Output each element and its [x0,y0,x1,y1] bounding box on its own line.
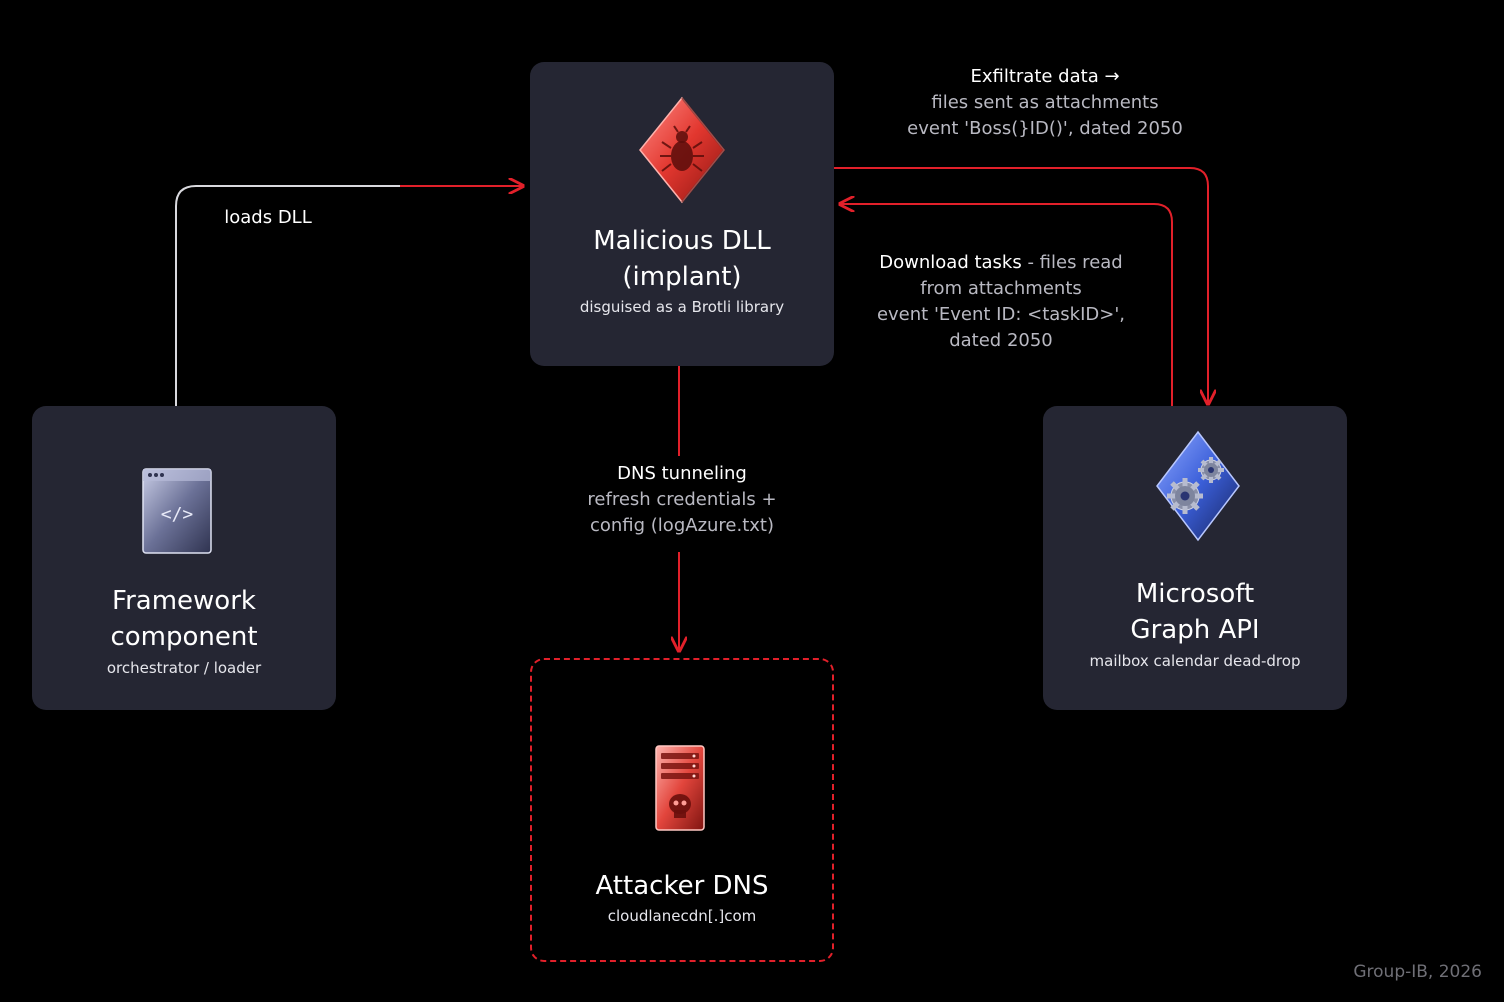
graph-api-subtitle: mailbox calendar dead-drop [1089,652,1301,670]
exfil-line-3: event 'Boss(}ID()', dated 2050 [907,118,1183,139]
loads-dll-arrow [175,185,523,406]
framework-component-card: </> Framework component orchestrator / l… [32,406,336,710]
dns-tunnel-label: DNS tunneling refresh credentials + conf… [542,461,822,539]
attacker-dns-card: Attacker DNS cloudlanecdn[.]com [530,658,834,962]
credit-text: Group-IB, 2026 [1353,962,1482,982]
attacker-dns-subtitle: cloudlanecdn[.]com [607,907,757,925]
svg-text:</>: </> [161,504,194,525]
framework-title-1: Framework [112,586,256,616]
framework-subtitle: orchestrator / loader [106,659,262,677]
malicious-dll-card: Malicious DLL (implant) disguised as a B… [530,62,834,366]
malicious-dll-title-1: Malicious DLL [593,226,771,256]
exfil-line-1: Exfiltrate data → [970,66,1120,87]
dns-line-2: refresh credentials + [587,489,777,510]
download-label: Download tasks - files read from attachm… [846,250,1156,354]
dns-line-1: DNS tunneling [617,463,747,484]
graph-api-card: Microsoft Graph API mailbox calendar dea… [1043,406,1347,710]
framework-title-2: component [110,622,258,652]
download-line-4: dated 2050 [949,330,1053,351]
download-line-3: event 'Event ID: <taskID>', [876,304,1126,325]
exfil-line-2: files sent as attachments [931,92,1159,113]
exfil-label: Exfiltrate data → files sent as attachme… [880,64,1210,142]
download-line-2: from attachments [920,278,1082,299]
download-line-1: Download tasks - files read [879,252,1123,273]
malicious-dll-title-2: (implant) [622,262,742,292]
dns-line-3: config (logAzure.txt) [589,515,775,536]
bug-diamond-icon [639,96,726,204]
gears-diamond-icon [1156,430,1240,542]
code-window-icon: </> [142,468,212,554]
malicious-dll-subtitle: disguised as a Brotli library [579,298,785,316]
exfil-arrow [834,167,1208,404]
graph-api-title-2: Graph API [1130,615,1260,645]
attacker-dns-title: Attacker DNS [595,871,769,901]
graph-api-title-1: Microsoft [1135,579,1255,609]
download-arrow [840,204,1173,406]
loads-dll-label: loads DLL [224,207,312,228]
skull-server-icon [655,745,705,831]
